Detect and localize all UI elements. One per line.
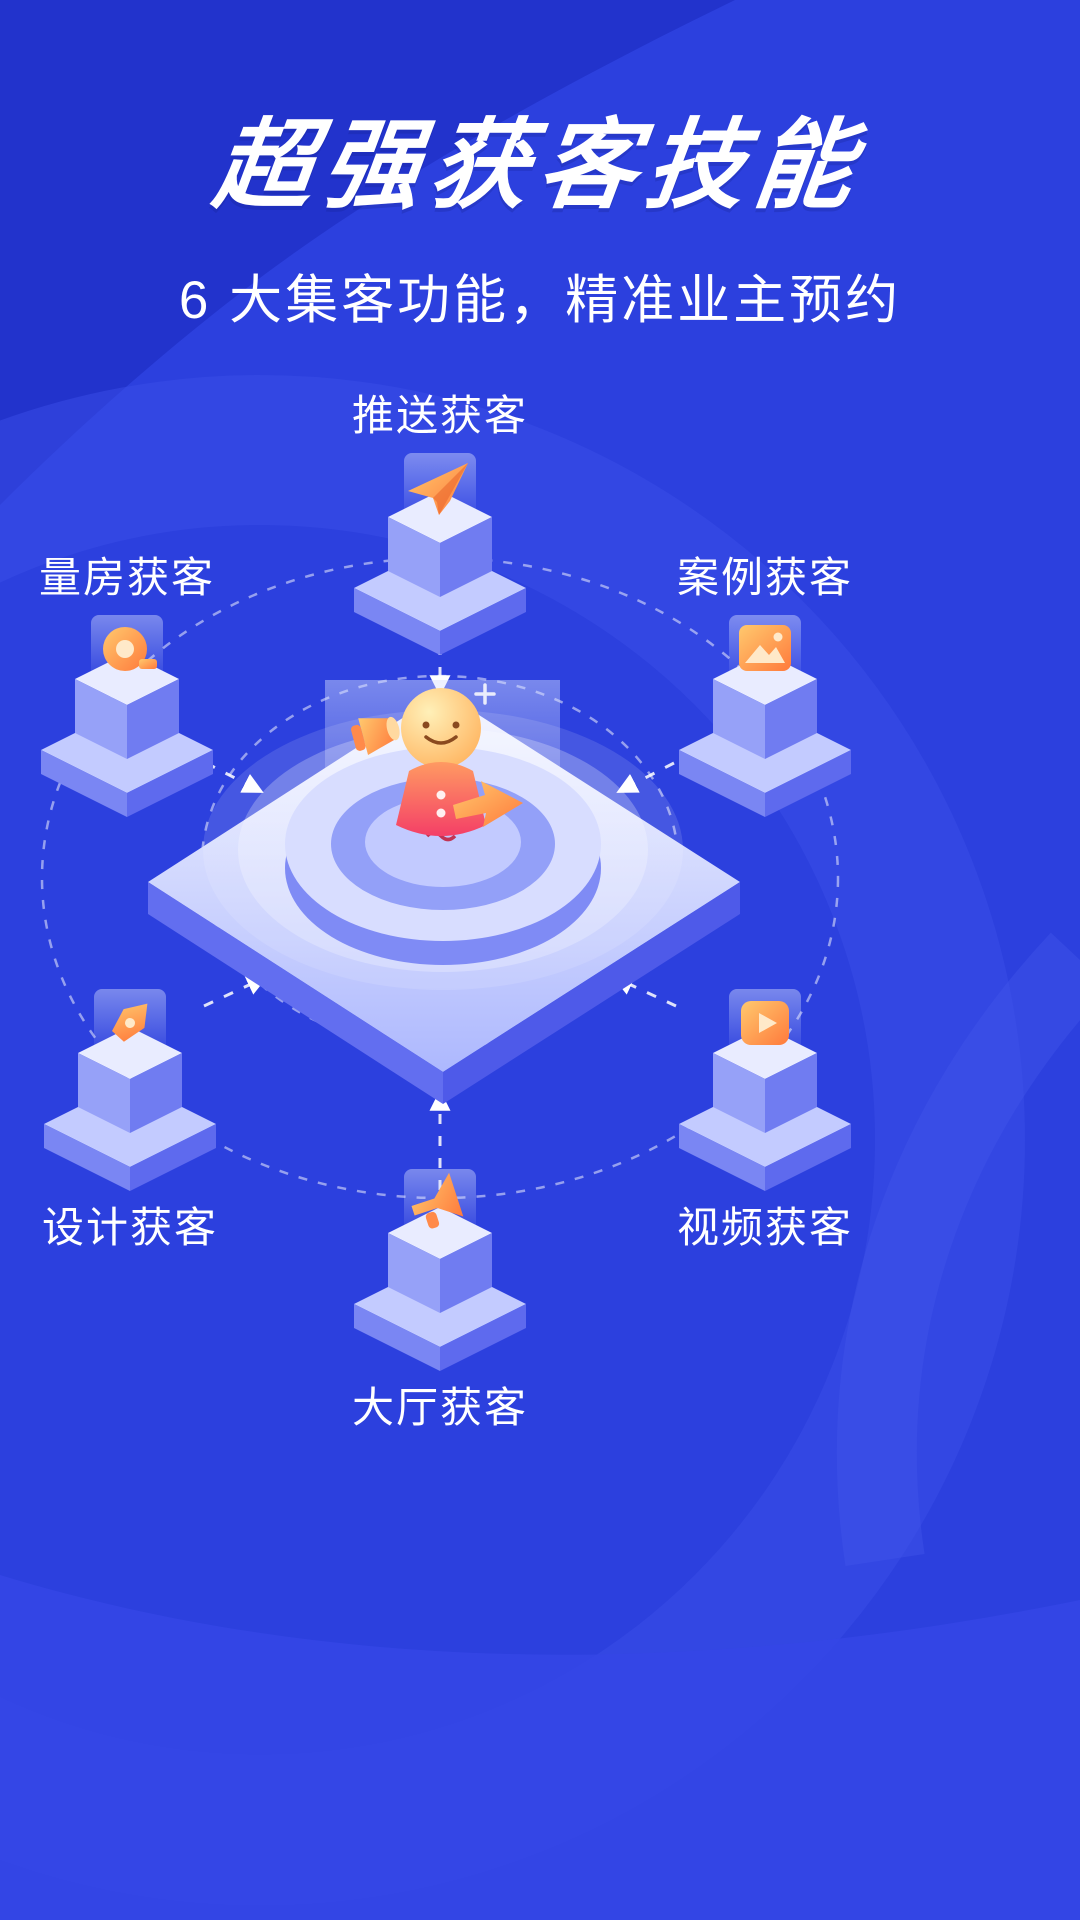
pedestal-cube <box>78 989 182 1133</box>
character-button <box>436 790 446 800</box>
pedestal <box>679 615 851 818</box>
feature-label: 视频获客 <box>676 1204 853 1251</box>
feature-node-push: 推送获客 <box>340 392 540 659</box>
page-subtitle: 6 大集客功能，精准业主预约 <box>178 271 902 330</box>
megaphone-icon <box>351 716 400 755</box>
feature-label: 量房获客 <box>38 554 215 601</box>
feature-node-case: 案例获客 <box>665 554 865 821</box>
feature-node-hall: 大厅获客 <box>340 1165 540 1431</box>
feature-node-video: 视频获客 <box>665 985 865 1251</box>
paper-plane-icon <box>408 463 468 516</box>
background-right-arc <box>836 932 1080 1566</box>
background-dark-swirl <box>0 0 735 505</box>
picture-icon <box>739 625 791 672</box>
connector-upper-right <box>616 761 675 793</box>
sparkle-icon <box>474 683 496 705</box>
header: 超强获客技能 6 大集客功能，精准业主预约 <box>0 86 1080 334</box>
feature-label: 案例获客 <box>676 554 853 601</box>
character-face <box>422 721 460 745</box>
cursor-arrow-icon <box>453 781 523 827</box>
pedestal <box>354 453 526 656</box>
character-head <box>401 688 481 768</box>
feature-label: 设计获客 <box>41 1204 218 1251</box>
video-play-icon <box>741 1001 789 1045</box>
background-bottom-wave <box>0 1575 1080 1920</box>
pen-icon <box>112 1003 148 1042</box>
feature-node-design: 设计获客 <box>30 985 230 1251</box>
tape-measure-icon <box>103 627 157 672</box>
connector-upper-left <box>205 761 264 793</box>
page-title: 超强获客技能 <box>208 110 870 220</box>
pedestal <box>44 989 216 1191</box>
announcer-character <box>351 683 523 836</box>
feature-label: 大厅获客 <box>351 1384 528 1431</box>
pedestal-cube <box>388 453 492 598</box>
center-stage <box>148 680 740 1104</box>
pedestal <box>354 1169 526 1371</box>
pedestal <box>679 989 851 1191</box>
pedestal <box>41 615 213 818</box>
megaphone-icon <box>411 1172 464 1229</box>
feature-label: 推送获客 <box>351 392 528 439</box>
character-button <box>436 808 446 818</box>
feature-node-measure: 量房获客 <box>27 554 227 821</box>
